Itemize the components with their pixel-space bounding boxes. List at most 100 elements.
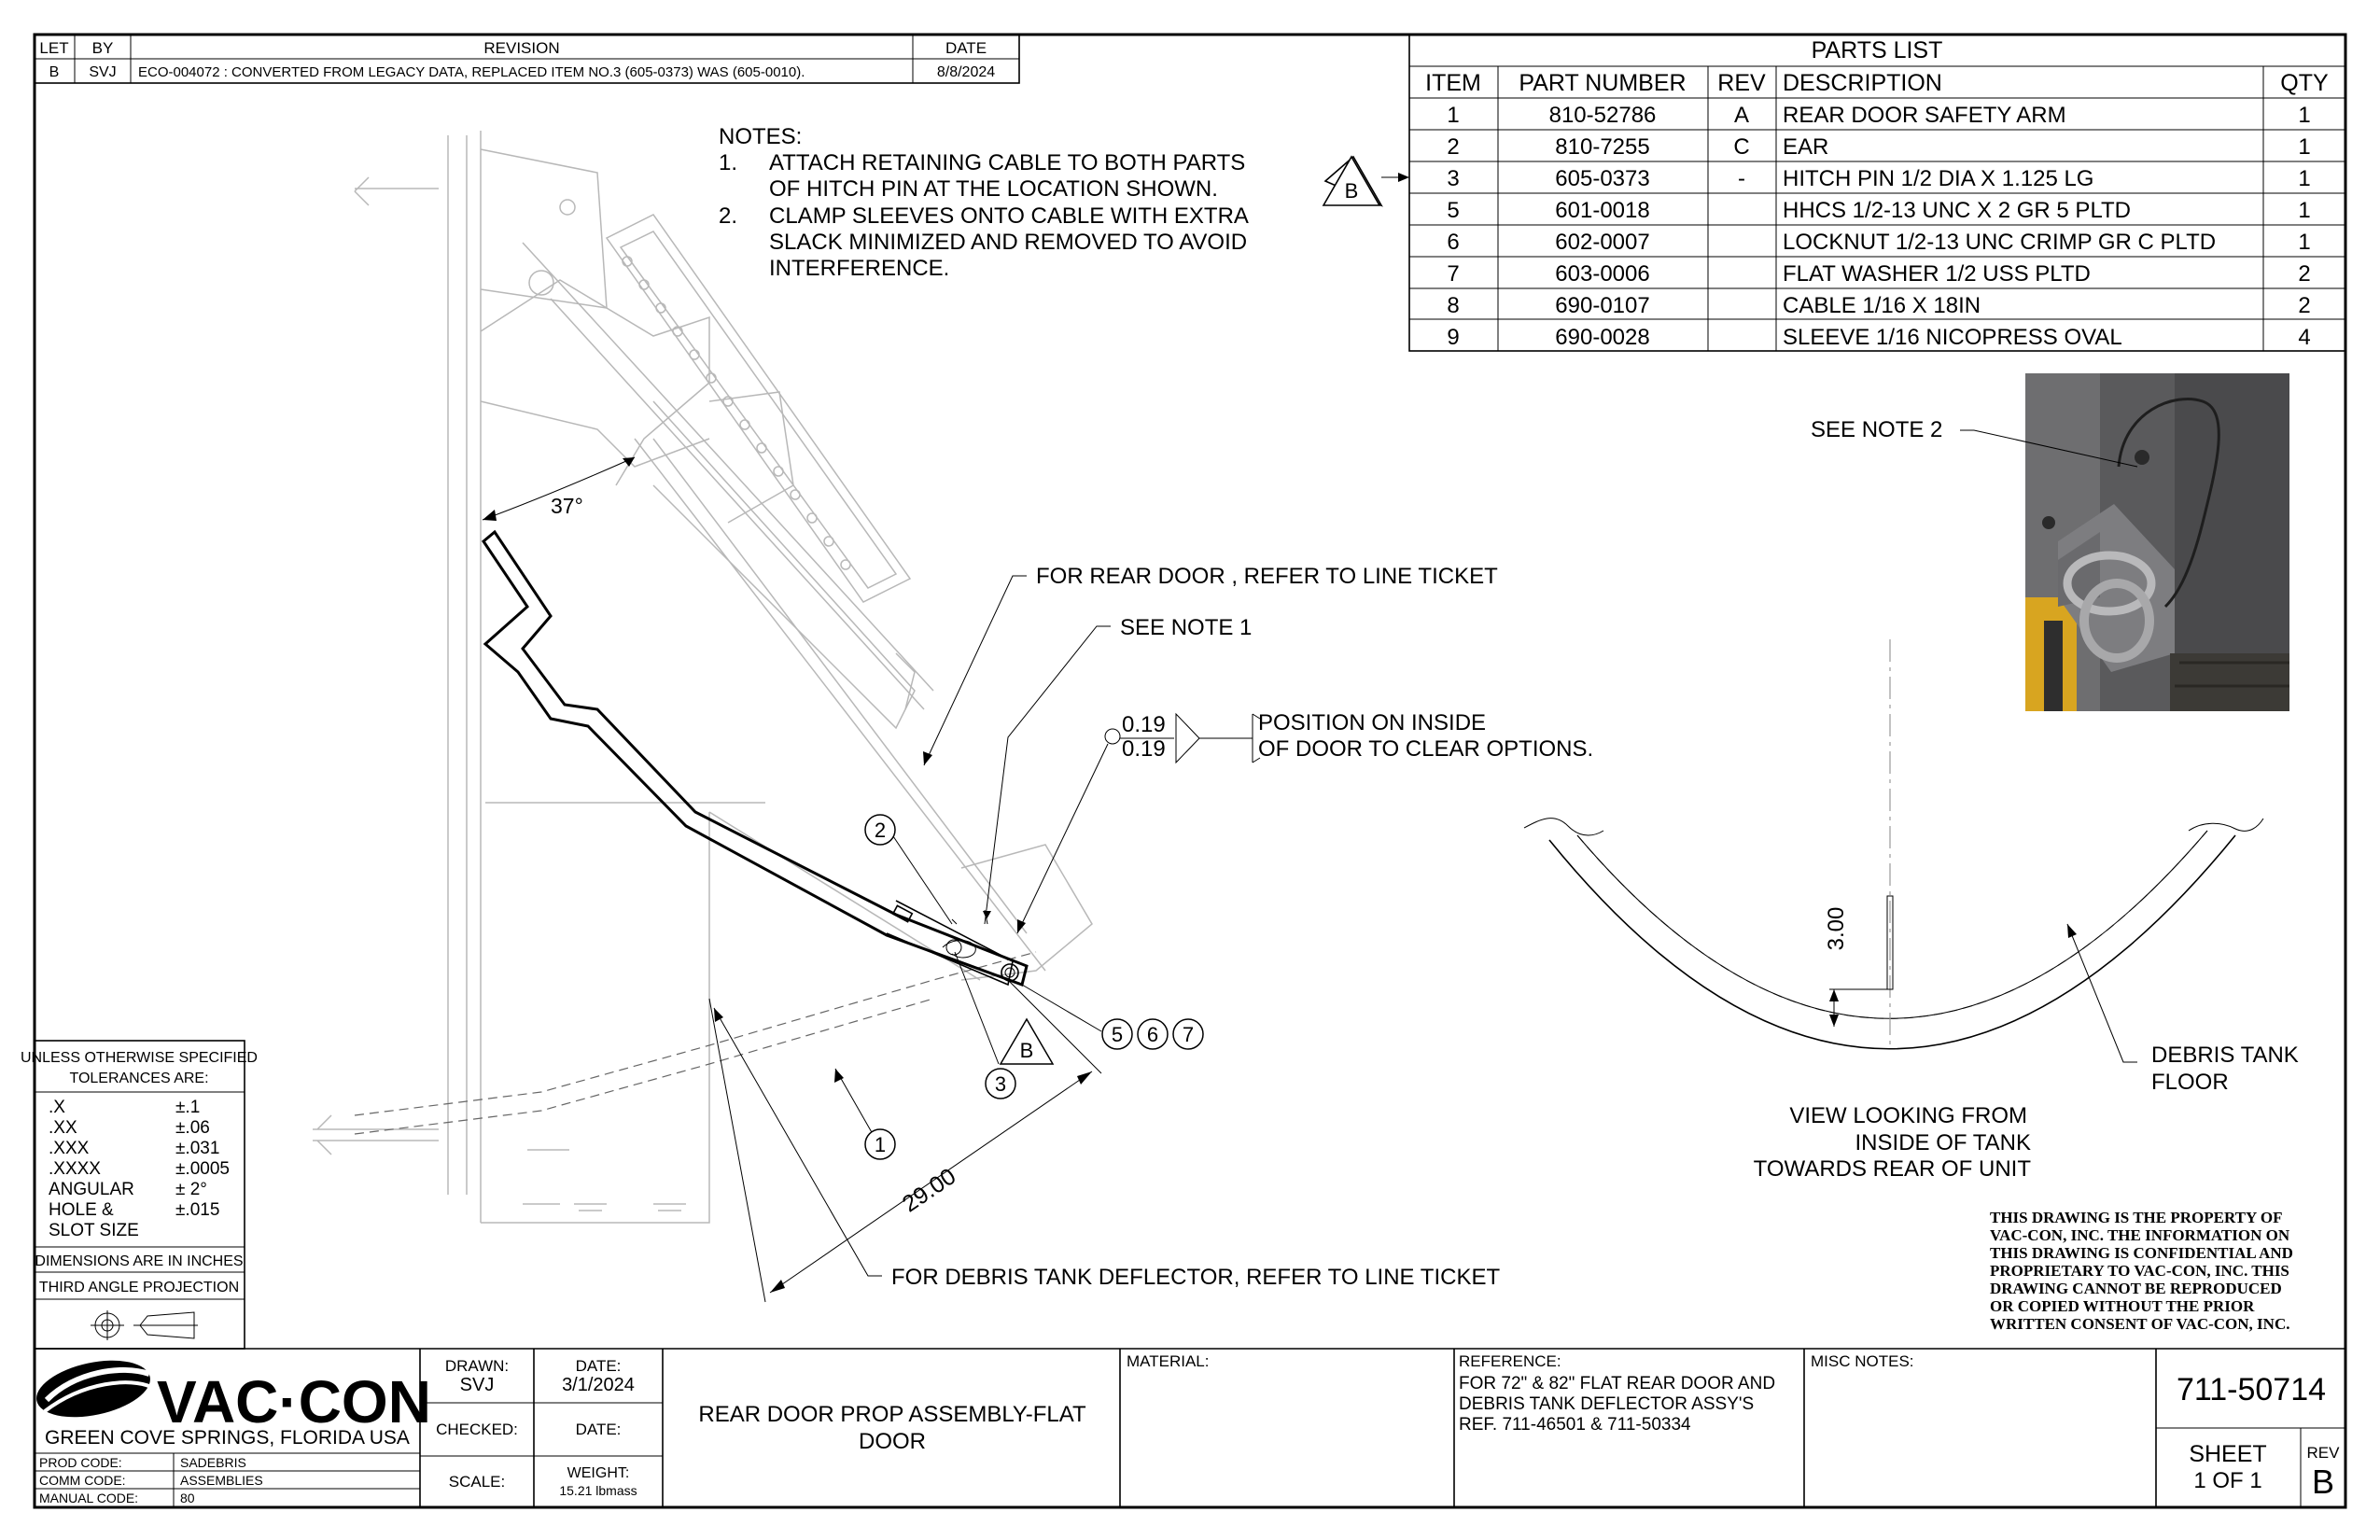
rev-letter: B — [49, 64, 60, 80]
rev-date: 8/8/2024 — [937, 64, 995, 80]
note-1-number: 1. — [719, 150, 737, 175]
parts-cell-rev: A — [1734, 103, 1749, 128]
rev-header-revision: REVISION — [483, 39, 559, 57]
rev-header-date: DATE — [945, 39, 987, 57]
checked-label: CHECKED: — [436, 1421, 518, 1438]
rev-label: REV — [2307, 1444, 2341, 1462]
dim-019-bottom: 0.19 — [1122, 736, 1166, 762]
rev-flag-drawing — [999, 1017, 1055, 1065]
rev-header-let: LET — [39, 39, 68, 57]
tolerance-label: .XXXX — [49, 1159, 101, 1179]
proprietary-line-5: DRAWING CANNOT BE REPRODUCED — [1990, 1280, 2282, 1297]
reference-label: REFERENCE: — [1459, 1352, 1561, 1370]
code-value: ASSEMBLIES — [180, 1473, 263, 1488]
parts-cell-item: 1 — [1447, 103, 1459, 128]
parts-cell-part-number: 810-52786 — [1549, 103, 1657, 128]
material-label: MATERIAL: — [1127, 1352, 1209, 1370]
parts-cell-description: SLEEVE 1/16 NICOPRESS OVAL — [1783, 325, 2122, 350]
parts-cell-item: 5 — [1447, 198, 1459, 223]
tolerance-value: ±.015 — [175, 1200, 219, 1220]
parts-cell-part-number: 690-0107 — [1555, 293, 1649, 318]
callout-position-line-2: OF DOOR TO CLEAR OPTIONS. — [1258, 736, 1593, 762]
tolerance-label: ANGULAR — [49, 1180, 134, 1199]
drawn-by: SVJ — [460, 1375, 495, 1395]
scale-label: SCALE: — [449, 1473, 505, 1491]
proprietary-line-7: WRITTEN CONSENT OF VAC-CON, INC. — [1990, 1315, 2289, 1333]
revision-block: LET BY REVISION DATE B SVJ ECO-004072 : … — [34, 34, 1020, 84]
checked-date-label: DATE: — [576, 1421, 622, 1438]
parts-cell-item: 7 — [1447, 261, 1459, 287]
proprietary-line-6: OR COPIED WITHOUT THE PRIOR — [1990, 1297, 2255, 1315]
company-location: GREEN COVE SPRINGS, FLORIDA USA — [45, 1427, 410, 1449]
title-block: VAC·CON GREEN COVE SPRINGS, FLORIDA USA … — [35, 1348, 2345, 1507]
code-value: SADEBRIS — [180, 1455, 246, 1470]
balloon-7 — [1172, 1018, 1204, 1050]
tol-units: DIMENSIONS ARE IN INCHES — [35, 1253, 243, 1269]
tolerance-label: SLOT SIZE — [49, 1221, 139, 1240]
parts-header-rev: REV — [1717, 70, 1766, 96]
code-label: MANUAL CODE: — [39, 1491, 138, 1505]
callout-debris-deflector: FOR DEBRIS TANK DEFLECTOR, REFER TO LINE… — [891, 1265, 1500, 1290]
side-view-drawing: 37° FOR REAR DOOR , REFER TO LINE TICKET… — [313, 131, 1593, 1303]
drawing-title-line-2: DOOR — [859, 1429, 926, 1454]
proprietary-line-2: VAC-CON, INC. THE INFORMATION ON — [1990, 1226, 2290, 1244]
parts-cell-item: 8 — [1447, 293, 1459, 318]
reference-line-2: DEBRIS TANK DEFLECTOR ASSY'S — [1459, 1394, 1754, 1414]
parts-cell-qty: 1 — [2298, 230, 2310, 255]
tolerance-label: HOLE & — [49, 1200, 114, 1220]
dim-29: 29.00 — [898, 1163, 961, 1217]
dim-019-top: 0.19 — [1122, 712, 1166, 737]
parts-cell-qty: 2 — [2298, 293, 2310, 318]
note-2-line-3: INTERFERENCE. — [769, 256, 949, 281]
note-2-line-2: SLACK MINIMIZED AND REMOVED TO AVOID — [769, 230, 1247, 255]
parts-cell-part-number: 601-0018 — [1555, 198, 1649, 223]
tolerance-value: ±.031 — [175, 1139, 219, 1158]
debris-floor-line-1: DEBRIS TANK — [2151, 1043, 2299, 1068]
drawing-title-line-1: REAR DOOR PROP ASSEMBLY-FLAT — [698, 1402, 1086, 1427]
parts-cell-qty: 1 — [2298, 134, 2310, 160]
parts-cell-part-number: 603-0006 — [1555, 261, 1649, 287]
drawn-date-label: DATE: — [576, 1357, 622, 1375]
rev-value: B — [2312, 1463, 2334, 1501]
tolerance-label: .XXX — [49, 1139, 90, 1158]
tolerance-block: UNLESS OTHERWISE SPECIFIED TOLERANCES AR… — [21, 1040, 258, 1350]
proprietary-notice: THIS DRAWING IS THE PROPERTY OF VAC-CON,… — [1990, 1209, 2293, 1333]
parts-list-title: PARTS LIST — [1812, 37, 1943, 63]
balloon-7-label: 7 — [1183, 1023, 1194, 1046]
parts-cell-description: HHCS 1/2-13 UNC X 2 GR 5 PLTD — [1783, 198, 2131, 223]
view-caption-line-1: VIEW LOOKING FROM — [1789, 1103, 2027, 1128]
parts-cell-rev: C — [1733, 134, 1749, 160]
tol-title-1: UNLESS OTHERWISE SPECIFIED — [21, 1050, 258, 1066]
parts-cell-description: REAR DOOR SAFETY ARM — [1783, 103, 2066, 128]
parts-cell-part-number: 602-0007 — [1555, 230, 1649, 255]
rev-flag-parts — [1322, 155, 1381, 206]
code-value: 80 — [180, 1491, 195, 1505]
parts-cell-description: EAR — [1783, 134, 1828, 160]
tolerance-value: ± 2° — [175, 1180, 207, 1199]
drawing-number: 711-50714 — [2177, 1372, 2326, 1407]
parts-header-part-number: PART NUMBER — [1519, 70, 1686, 96]
parts-cell-item: 3 — [1447, 166, 1459, 191]
parts-cell-part-number: 690-0028 — [1555, 325, 1649, 350]
notes-title: NOTES: — [719, 124, 802, 149]
balloon-6-label: 6 — [1147, 1023, 1158, 1046]
balloon-2 — [864, 814, 896, 846]
balloon-5 — [1101, 1018, 1133, 1050]
parts-cell-description: CABLE 1/16 X 18IN — [1783, 293, 1981, 318]
tolerance-value: ±.06 — [175, 1118, 210, 1138]
tolerance-label: .XX — [49, 1118, 77, 1138]
hitch-pin-photo — [2025, 373, 2289, 711]
parts-cell-qty: 1 — [2298, 166, 2310, 191]
sheet-border — [33, 33, 2347, 1509]
parts-header-description: DESCRIPTION — [1783, 70, 1942, 96]
proprietary-line-3: THIS DRAWING IS CONFIDENTIAL AND — [1990, 1244, 2293, 1262]
view-caption-line-2: INSIDE OF TANK — [1855, 1130, 2031, 1155]
parts-cell-item: 9 — [1447, 325, 1459, 350]
proprietary-line-4: PROPRIETARY TO VAC-CON, INC. THIS — [1990, 1262, 2289, 1280]
debris-floor-line-2: FLOOR — [2151, 1070, 2229, 1095]
code-label: COMM CODE: — [39, 1473, 126, 1488]
parts-cell-qty: 1 — [2298, 103, 2310, 128]
dim-300: 3.00 — [1824, 907, 1849, 951]
